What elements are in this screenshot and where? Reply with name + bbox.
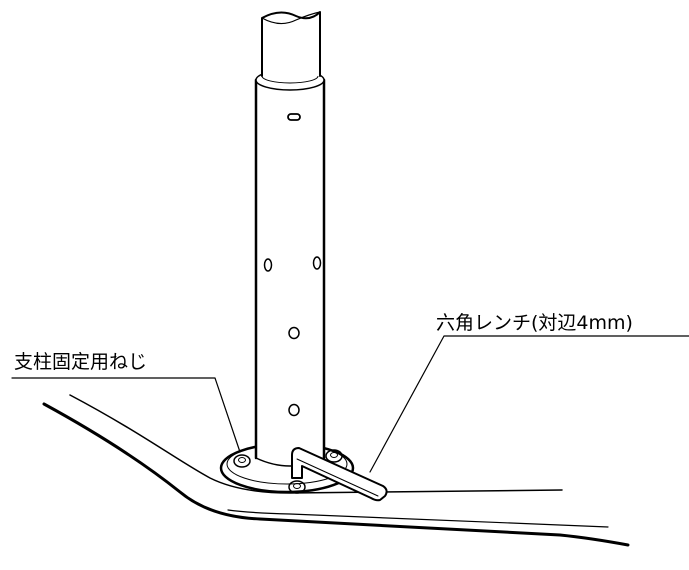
- leader-wrench: [369, 335, 689, 473]
- pole-hole-right: [312, 256, 322, 270]
- pole-hole-mid: [288, 326, 300, 340]
- hex-wrench: [291, 447, 388, 502]
- inner-tube: [261, 11, 321, 77]
- screw-front: [288, 480, 306, 494]
- pole-slot: [287, 113, 301, 121]
- table-lower-edge: [227, 509, 609, 528]
- leader-screw: [11, 377, 241, 453]
- leader-lines: [11, 335, 689, 473]
- pole-screw-label: 支柱固定用ねじ: [14, 351, 148, 373]
- pole: [254, 11, 326, 467]
- screw-left: [233, 454, 251, 468]
- table-outer-edge: [42, 402, 630, 547]
- pole-hole-left: [263, 258, 273, 272]
- base-screws: [233, 449, 343, 494]
- screw-right: [325, 449, 343, 463]
- hex-wrench-label: 六角レンチ(対辺4mm): [436, 312, 633, 334]
- pole-hole-low: [288, 403, 300, 417]
- inner-tube-break-line: [261, 11, 321, 25]
